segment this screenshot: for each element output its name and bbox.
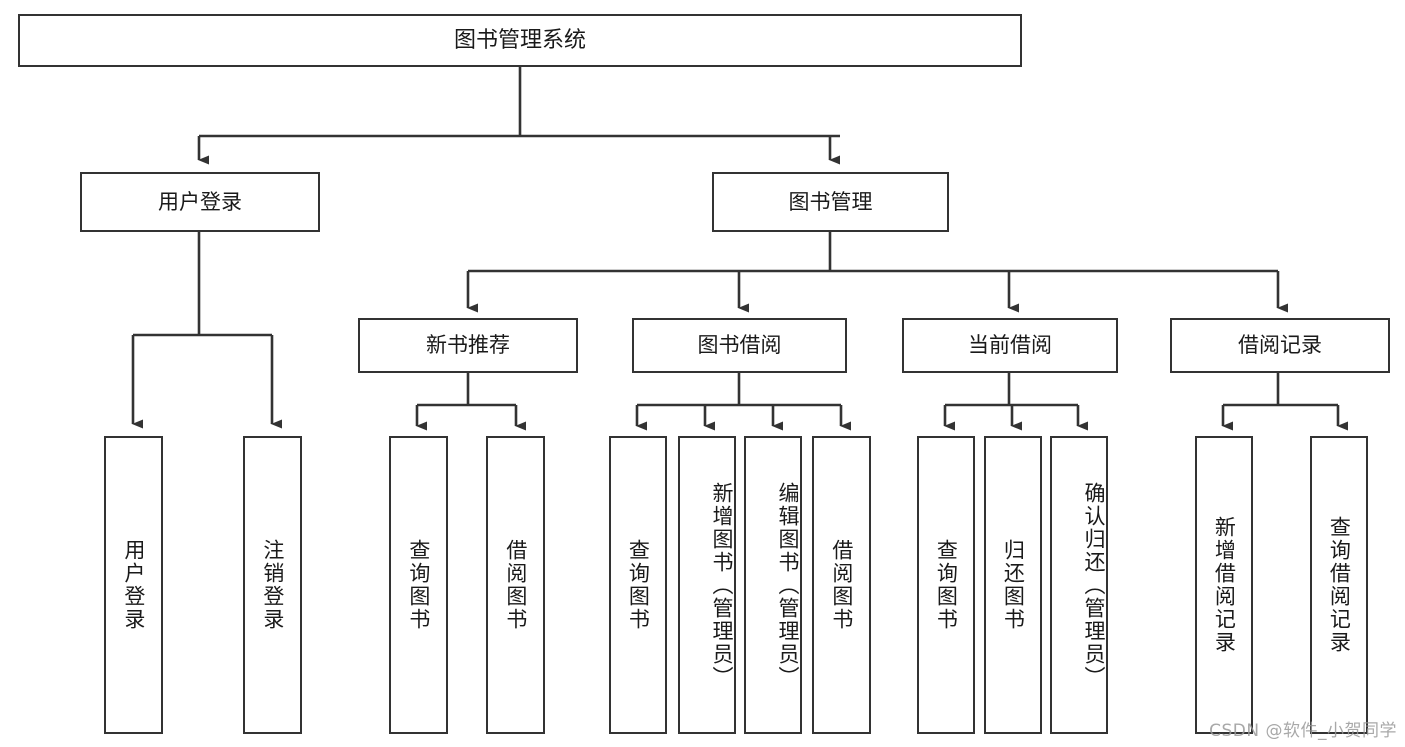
node-label: 归还图书 — [1001, 539, 1026, 631]
leaf-query-book-current[interactable]: 查询图书 — [917, 436, 975, 734]
node-current-borrow[interactable]: 当前借阅 — [902, 318, 1118, 373]
leaf-logout[interactable]: 注销登录 — [243, 436, 302, 734]
csdn-watermark: CSDN @软件_小贺同学 — [1209, 721, 1397, 741]
leaf-query-borrow-record[interactable]: 查询借阅记录 — [1310, 436, 1368, 734]
leaf-borrow-book-recommend[interactable]: 借阅图书 — [486, 436, 545, 734]
leaf-borrow-book[interactable]: 借阅图书 — [812, 436, 871, 734]
leaf-query-book-borrow[interactable]: 查询图书 — [609, 436, 667, 734]
node-label: 新书推荐 — [426, 333, 510, 358]
node-label: 确认归还（管理员） — [1082, 481, 1106, 689]
node-label: 图书管理系统 — [453, 27, 586, 53]
leaf-query-book-recommend[interactable]: 查询图书 — [389, 436, 448, 734]
node-label: 查询借阅记录 — [1327, 516, 1352, 654]
node-label: 借阅图书 — [829, 539, 854, 631]
leaf-confirm-return-admin[interactable]: 确认归还（管理员） — [1050, 436, 1108, 734]
node-label: 查询图书 — [406, 539, 431, 631]
node-label: 新增图书（管理员） — [710, 481, 734, 689]
leaf-return-book[interactable]: 归还图书 — [984, 436, 1042, 734]
node-label: 借阅记录 — [1238, 333, 1322, 358]
node-label: 借阅图书 — [503, 539, 528, 631]
node-user-login[interactable]: 用户登录 — [80, 172, 320, 232]
leaf-add-book-admin[interactable]: 新增图书（管理员） — [678, 436, 736, 734]
node-borrow-record[interactable]: 借阅记录 — [1170, 318, 1390, 373]
node-book-borrow[interactable]: 图书借阅 — [632, 318, 847, 373]
node-book-management[interactable]: 图书管理 — [712, 172, 949, 232]
node-label: 新增借阅记录 — [1212, 516, 1237, 654]
leaf-edit-book-admin[interactable]: 编辑图书（管理员） — [744, 436, 802, 734]
leaf-user-login[interactable]: 用户登录 — [104, 436, 163, 734]
node-label: 查询图书 — [934, 539, 959, 631]
node-label: 编辑图书（管理员） — [776, 481, 800, 689]
node-label: 用户登录 — [158, 189, 242, 214]
node-label: 注销登录 — [260, 539, 285, 631]
node-label: 图书借阅 — [697, 333, 782, 358]
node-root-system[interactable]: 图书管理系统 — [18, 14, 1022, 67]
node-label: 当前借阅 — [968, 333, 1052, 358]
leaf-add-borrow-record[interactable]: 新增借阅记录 — [1195, 436, 1253, 734]
node-label: 用户登录 — [121, 539, 146, 631]
node-label: 图书管理 — [788, 189, 873, 214]
node-new-book-recommend[interactable]: 新书推荐 — [358, 318, 578, 373]
node-label: 查询图书 — [626, 539, 651, 631]
